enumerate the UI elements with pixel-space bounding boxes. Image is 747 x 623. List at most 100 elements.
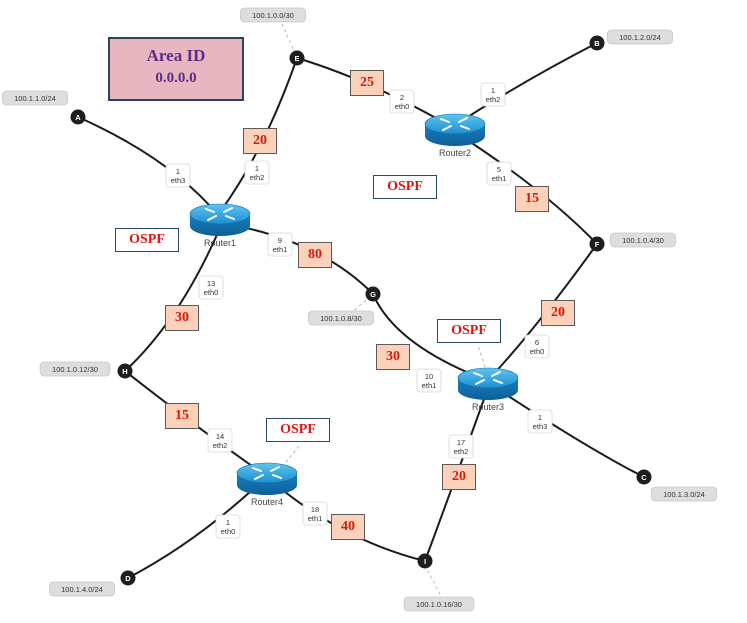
interface-number: 1: [538, 413, 542, 422]
subnet-tag-c-text: 100.1.3.0/24: [663, 490, 705, 499]
interface-name: eth2: [250, 173, 265, 182]
interface-number: 1: [226, 518, 230, 527]
ospf-label-router1: OSPF: [115, 228, 179, 252]
area-id-box: Area ID 0.0.0.0: [108, 37, 244, 101]
area-value: 0.0.0.0: [155, 70, 197, 86]
router-4-name: Router4: [251, 497, 283, 507]
interface-number: 17: [457, 438, 465, 447]
interface-name: eth2: [486, 95, 501, 104]
link-router4-D: [127, 477, 266, 579]
subnet-tag-d-text: 100.1.4.0/24: [61, 585, 103, 594]
router-2-icon[interactable]: [424, 113, 486, 146]
cost-label-router3-I: 20: [442, 464, 476, 490]
router-3-icon[interactable]: [457, 367, 519, 400]
interface-name: eth0: [395, 102, 410, 111]
interface-number: 18: [311, 505, 319, 514]
subnet-tag-f: 100.1.0.4/30: [610, 232, 677, 248]
endpoint-c-label: C: [641, 473, 647, 482]
cost-label-F-router3: 20: [541, 300, 575, 326]
interface-name: eth3: [171, 176, 186, 185]
interface-name: eth1: [492, 174, 507, 183]
interface-number: 5: [497, 165, 501, 174]
subnet-tag-g-text: 100.1.0.8/30: [320, 314, 362, 323]
interface-number: 1: [176, 167, 180, 176]
interface-number: 1: [491, 86, 495, 95]
router-1-icon[interactable]: [189, 203, 251, 236]
endpoint-g-label: G: [370, 290, 376, 299]
link-router3-C: [489, 383, 645, 478]
interface-name: eth0: [204, 288, 219, 297]
endpoint-a[interactable]: A: [70, 109, 86, 125]
subnet-tag-c: 100.1.3.0/24: [651, 486, 718, 502]
area-title: Area ID: [146, 46, 206, 65]
interface-number: 2: [400, 93, 404, 102]
interface-name: eth2: [454, 447, 469, 456]
subnet-tag-f-text: 100.1.0.4/30: [622, 236, 664, 245]
router-2-name: Router2: [439, 148, 471, 158]
ospf-label-router4: OSPF: [266, 418, 330, 442]
subnet-tag-b: 100.1.2.0/24: [607, 29, 674, 45]
link-A-router1: [77, 116, 219, 216]
subnet-tag-b-text: 100.1.2.0/24: [619, 33, 661, 42]
interface-number: 9: [278, 236, 282, 245]
subnet-leader-router3: [477, 344, 486, 368]
cost-label-H-router4: 15: [165, 403, 199, 429]
interface-name: eth1: [422, 381, 437, 390]
interface-name: eth0: [530, 347, 545, 356]
cost-label-E-router2: 25: [350, 70, 384, 96]
interface-name: eth1: [273, 245, 288, 254]
endpoint-c[interactable]: C: [636, 469, 652, 485]
endpoint-d[interactable]: D: [120, 570, 136, 586]
subnet-tag-i-text: 100.1.0.16/30: [416, 600, 462, 609]
router-4-icon[interactable]: [236, 462, 298, 495]
endpoint-e-label: E: [294, 54, 299, 63]
subnet-tag-h: 100.1.0.12/30: [39, 361, 111, 377]
endpoint-i-label: I: [424, 557, 426, 566]
link-F-router3: [489, 243, 598, 379]
interface-name: eth1: [308, 514, 323, 523]
endpoint-d-label: D: [125, 574, 131, 583]
subnet-tag-d: 100.1.4.0/24: [49, 581, 115, 597]
link-B-router2: [454, 42, 598, 126]
cost-label-G-router3: 30: [376, 344, 410, 370]
interface-number: 10: [425, 372, 433, 381]
endpoint-g[interactable]: G: [365, 286, 381, 302]
subnet-tag-g: 100.1.0.8/30: [307, 310, 374, 326]
interface-number: 14: [216, 432, 224, 441]
interface-name: eth2: [213, 441, 228, 450]
endpoint-e[interactable]: E: [289, 50, 305, 66]
cost-label-router1-H: 30: [165, 305, 199, 331]
endpoint-b[interactable]: B: [589, 35, 605, 51]
router-3-name: Router3: [472, 402, 504, 412]
router-1-name: Router1: [204, 238, 236, 248]
endpoint-i[interactable]: I: [417, 553, 433, 569]
endpoint-f-label: F: [595, 240, 600, 249]
interface-name: eth0: [221, 527, 236, 536]
endpoint-h[interactable]: H: [117, 363, 133, 379]
subnet-tag-h-text: 100.1.0.12/30: [52, 365, 98, 374]
subnet-tag-e: 100.1.0.0/30: [239, 7, 306, 23]
cost-label-E-router1: 20: [243, 128, 277, 154]
endpoint-b-label: B: [594, 39, 600, 48]
endpoint-f[interactable]: F: [589, 236, 605, 252]
cost-label-router2-F: 15: [515, 186, 549, 212]
subnet-tag-i: 100.1.0.16/30: [403, 596, 475, 612]
interface-name: eth3: [533, 422, 548, 431]
ospf-label-router3: OSPF: [437, 319, 501, 343]
interface-number: 6: [535, 338, 539, 347]
